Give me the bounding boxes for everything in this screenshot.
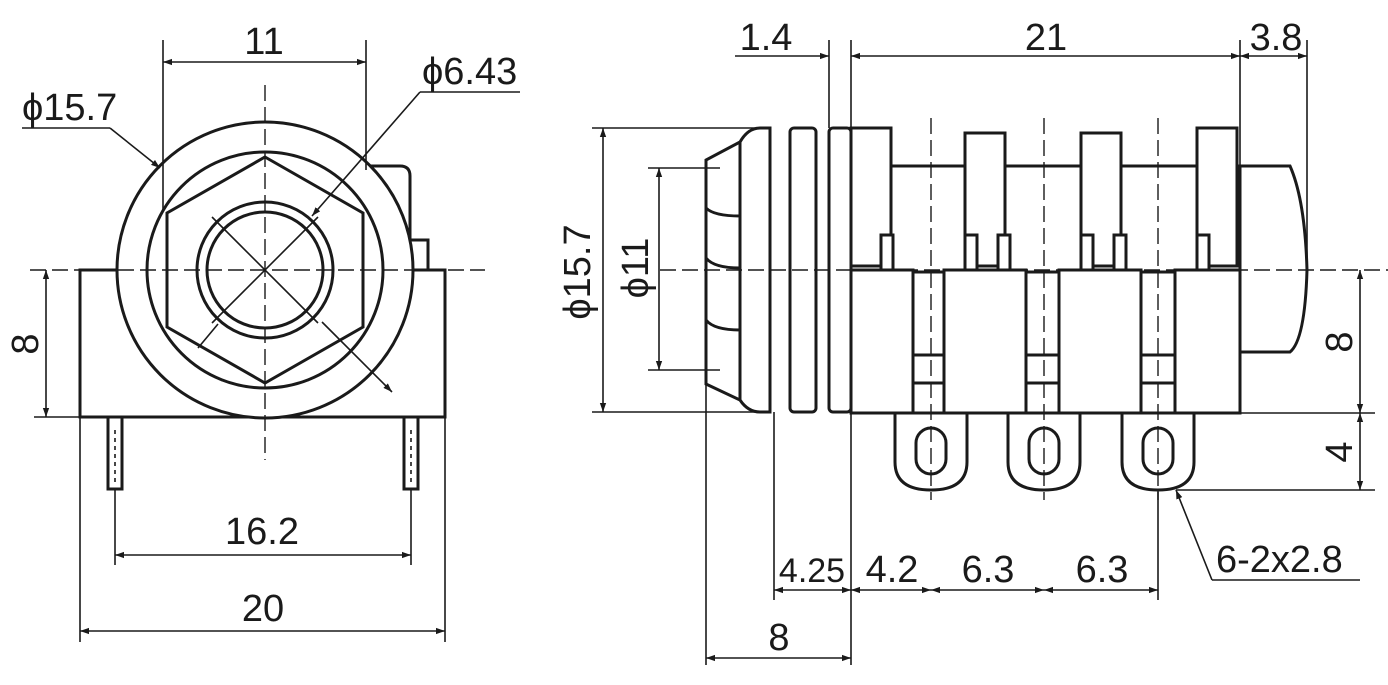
front-dim157-label: ϕ15.7: [22, 87, 117, 129]
front-terminal-tab: [368, 164, 430, 272]
front-dim643-leader: [311, 91, 421, 217]
side-dimholes-leader: [1175, 489, 1213, 581]
side-dim4-label: 4: [1319, 441, 1361, 462]
side-dim63a-label: 6.3: [962, 549, 1015, 591]
side-dim8-label: 8: [1319, 331, 1361, 352]
side-body-top: [849, 164, 1242, 274]
side-dimholes-label: 6-2x2.8: [1216, 539, 1343, 581]
front-dim-diag-leader: [321, 321, 393, 393]
side-tab-1: [879, 233, 895, 273]
side-link-1: [911, 353, 946, 385]
side-nut-facets: [704, 142, 742, 400]
side-tab-4: [1079, 233, 1095, 273]
side-block-3: [1057, 268, 1143, 415]
side-tab-5: [1112, 233, 1128, 273]
front-dim8-label: 8: [5, 333, 47, 354]
side-dim425-label: 4.25: [779, 552, 845, 590]
side-block-4: [1173, 268, 1242, 415]
side-view: 1.4 21 3.8 ϕ15.7 ϕ11 8 4 4.25 4.2 6.3 6.…: [557, 17, 1388, 665]
side-dim14-label: 1.4: [740, 17, 793, 59]
front-dim20-label: 20: [242, 588, 284, 630]
side-dim38-label: 3.8: [1250, 17, 1303, 59]
side-dim11-label: ϕ11: [615, 238, 657, 299]
front-cross-b: [211, 216, 319, 324]
side-block-1: [849, 268, 915, 415]
front-view: 11 ϕ15.7 ϕ6.43 8 16.2 20: [5, 21, 520, 642]
front-dim162-label: 16.2: [225, 511, 299, 553]
side-rear-nose: [1238, 164, 1309, 354]
side-dim157-label: ϕ15.7: [557, 224, 599, 319]
side-dim8b-label: 8: [768, 617, 789, 659]
side-link-2: [1024, 353, 1061, 385]
front-dim11-label: 11: [244, 21, 283, 63]
side-tab-3: [996, 233, 1012, 273]
front-dim157-leader: [109, 127, 161, 169]
side-tab-2: [963, 233, 979, 273]
side-dim63b-label: 6.3: [1076, 549, 1129, 591]
side-dim21-label: 21: [1025, 17, 1067, 59]
front-dim643-label: ϕ6.43: [422, 51, 517, 93]
side-dim42-label: 4.2: [866, 549, 919, 591]
side-block-2: [942, 268, 1028, 415]
side-tab-6: [1195, 233, 1211, 273]
front-dim643-tail: [197, 323, 219, 349]
